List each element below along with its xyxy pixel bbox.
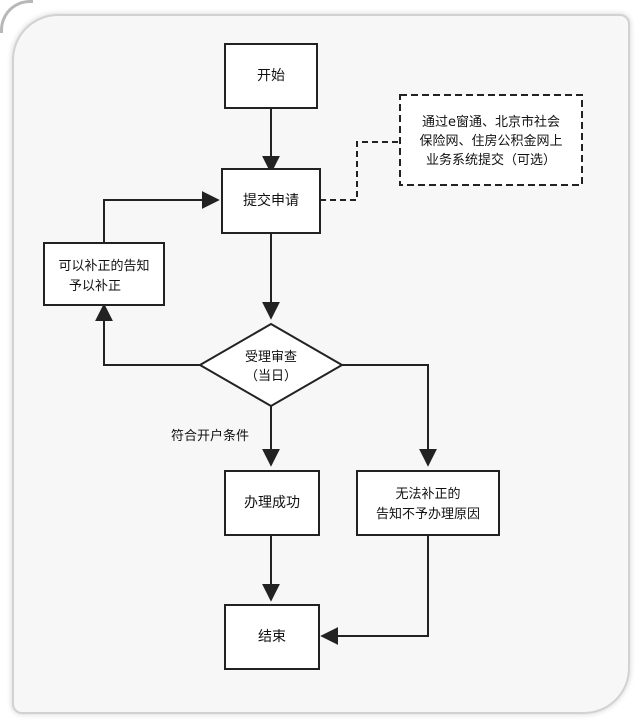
edge-review-reject xyxy=(342,364,437,467)
node-start xyxy=(224,43,318,109)
node-reject-line1: 无法补正的 xyxy=(395,486,460,502)
edge-review-correction xyxy=(95,303,200,366)
node-submit-label: 提交申请 xyxy=(243,192,299,209)
node-correction-line1: 可以补正的告知 xyxy=(58,258,149,274)
node-review xyxy=(198,322,344,408)
online-note-line1: 通过e窗通、北京市社会 xyxy=(422,114,560,130)
online-note-box xyxy=(399,94,583,186)
node-review-line1: 受理审查 xyxy=(245,350,297,365)
node-start-label: 开始 xyxy=(257,68,285,84)
online-note-line3: 业务系统提交（可选） xyxy=(426,152,556,168)
node-reject-line2: 告知不予办理原因 xyxy=(376,506,480,522)
node-success xyxy=(224,470,320,536)
edge-submit-online-note xyxy=(320,141,400,201)
node-correction xyxy=(43,242,165,306)
node-submit xyxy=(221,168,321,234)
node-success-label: 办理成功 xyxy=(244,495,300,511)
edge-reject-end xyxy=(320,535,429,645)
online-note-line2: 保险网、住房公积金网上 xyxy=(419,133,562,149)
node-end-label: 结束 xyxy=(258,629,286,645)
edge-label-condition: 符合开户条件 xyxy=(171,428,249,444)
node-correction-line2: 予以补正 xyxy=(69,279,121,294)
node-review-line2: （当日） xyxy=(245,369,297,384)
node-end xyxy=(224,604,320,670)
node-reject xyxy=(356,470,500,536)
edge-correction-submit xyxy=(103,191,220,243)
